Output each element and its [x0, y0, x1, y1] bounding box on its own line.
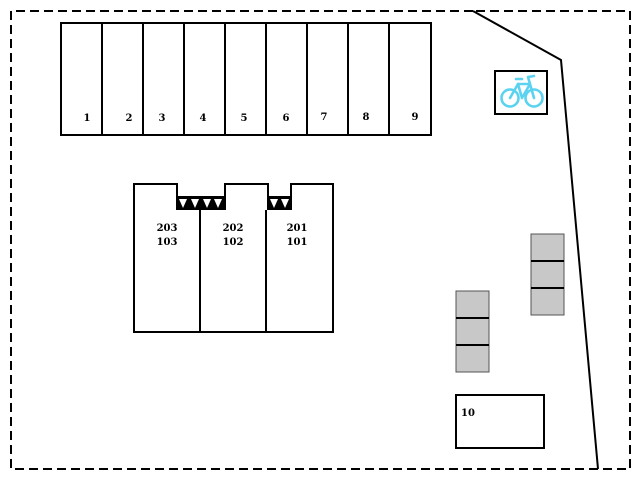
bicycle-icon	[500, 74, 544, 108]
building: 203 103 202 102 201 101	[133, 183, 334, 333]
unit-label-upper: 201	[287, 223, 308, 234]
parking-space-label: 7	[321, 112, 328, 123]
storage-block-left	[455, 290, 490, 373]
parking-row-frame	[60, 22, 432, 136]
storage-cell	[455, 317, 490, 346]
storage-cell	[530, 260, 565, 289]
unit-label-lower: 102	[223, 237, 244, 248]
parking-space-label: 6	[283, 113, 290, 124]
bicycle-parking	[494, 70, 548, 115]
unit-label-upper: 203	[157, 223, 178, 234]
parking-space-label: 9	[412, 112, 419, 123]
entrance-recess	[267, 196, 292, 210]
storage-cell	[455, 344, 490, 373]
parking-space-10: 10	[455, 394, 545, 449]
storage-block-right	[530, 233, 565, 316]
parking-space-label: 10	[461, 408, 475, 419]
storage-cell	[455, 290, 490, 319]
building-outline	[133, 183, 334, 333]
storage-cell	[530, 287, 565, 316]
entrance-markers	[179, 199, 289, 208]
site-boundary	[10, 10, 631, 470]
parking-space-label: 5	[241, 113, 248, 124]
unit-label-lower: 103	[157, 237, 178, 248]
entrance-recess	[176, 196, 226, 210]
unit-label-upper: 202	[223, 223, 244, 234]
road-edge	[472, 10, 599, 470]
parking-space-label: 3	[159, 113, 166, 124]
unit-label-lower: 101	[287, 237, 308, 248]
parking-space-label: 4	[200, 113, 207, 124]
parking-space-10-frame	[455, 394, 545, 449]
parking-space-label: 8	[363, 112, 370, 123]
parking-space-label: 2	[126, 113, 133, 124]
parking-row: 1 2 3 4 5 6 7 8 9	[60, 22, 432, 136]
parking-space-label: 1	[84, 113, 91, 124]
storage-cell	[530, 233, 565, 262]
